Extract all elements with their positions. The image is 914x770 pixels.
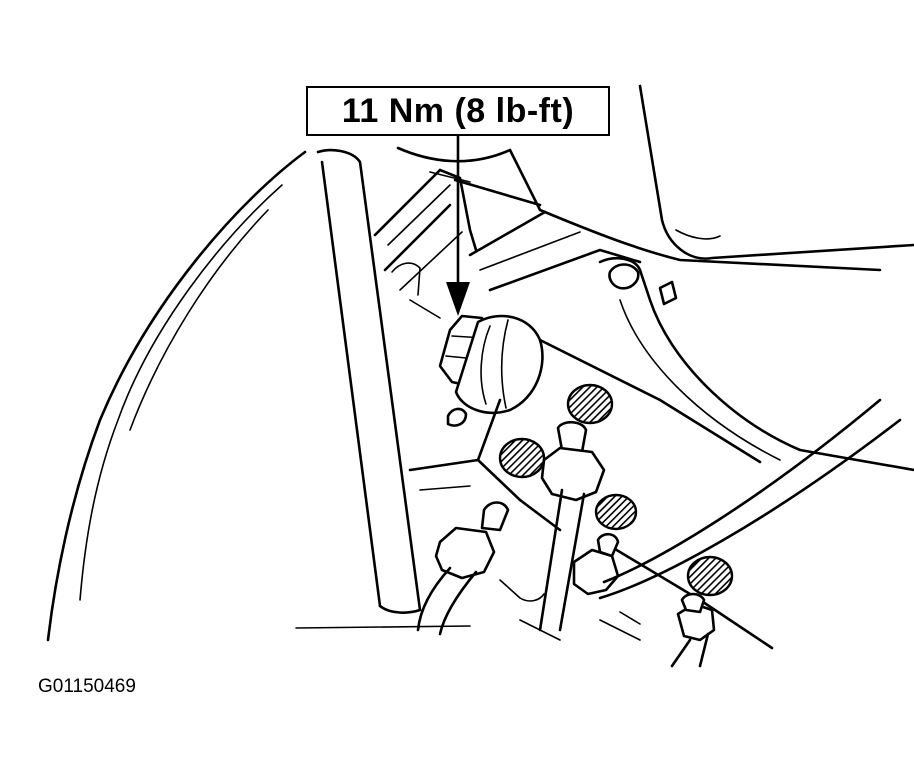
left-shroud bbox=[46, 150, 307, 642]
brake-line-1 bbox=[538, 420, 606, 632]
figure-id-label: G01150469 bbox=[38, 676, 136, 697]
torque-bolt bbox=[438, 314, 544, 427]
lower-body-lines bbox=[499, 579, 641, 641]
fitting-lower bbox=[670, 592, 716, 668]
valve-block bbox=[408, 338, 774, 650]
callout-arrow bbox=[446, 136, 470, 316]
hatched-plug-1 bbox=[566, 383, 614, 425]
hatched-plug-4 bbox=[686, 555, 734, 597]
hatched-plug-2 bbox=[498, 437, 546, 479]
frame-member bbox=[295, 148, 471, 629]
mount-bracket bbox=[373, 168, 642, 319]
brake-line-2 bbox=[416, 501, 510, 636]
hatched-plug-3 bbox=[594, 493, 638, 531]
torque-callout-label: 11 Nm (8 lb-ft) bbox=[306, 86, 610, 136]
upper-panel bbox=[396, 84, 914, 272]
right-panel bbox=[598, 256, 914, 472]
brake-line-3 bbox=[572, 398, 902, 600]
